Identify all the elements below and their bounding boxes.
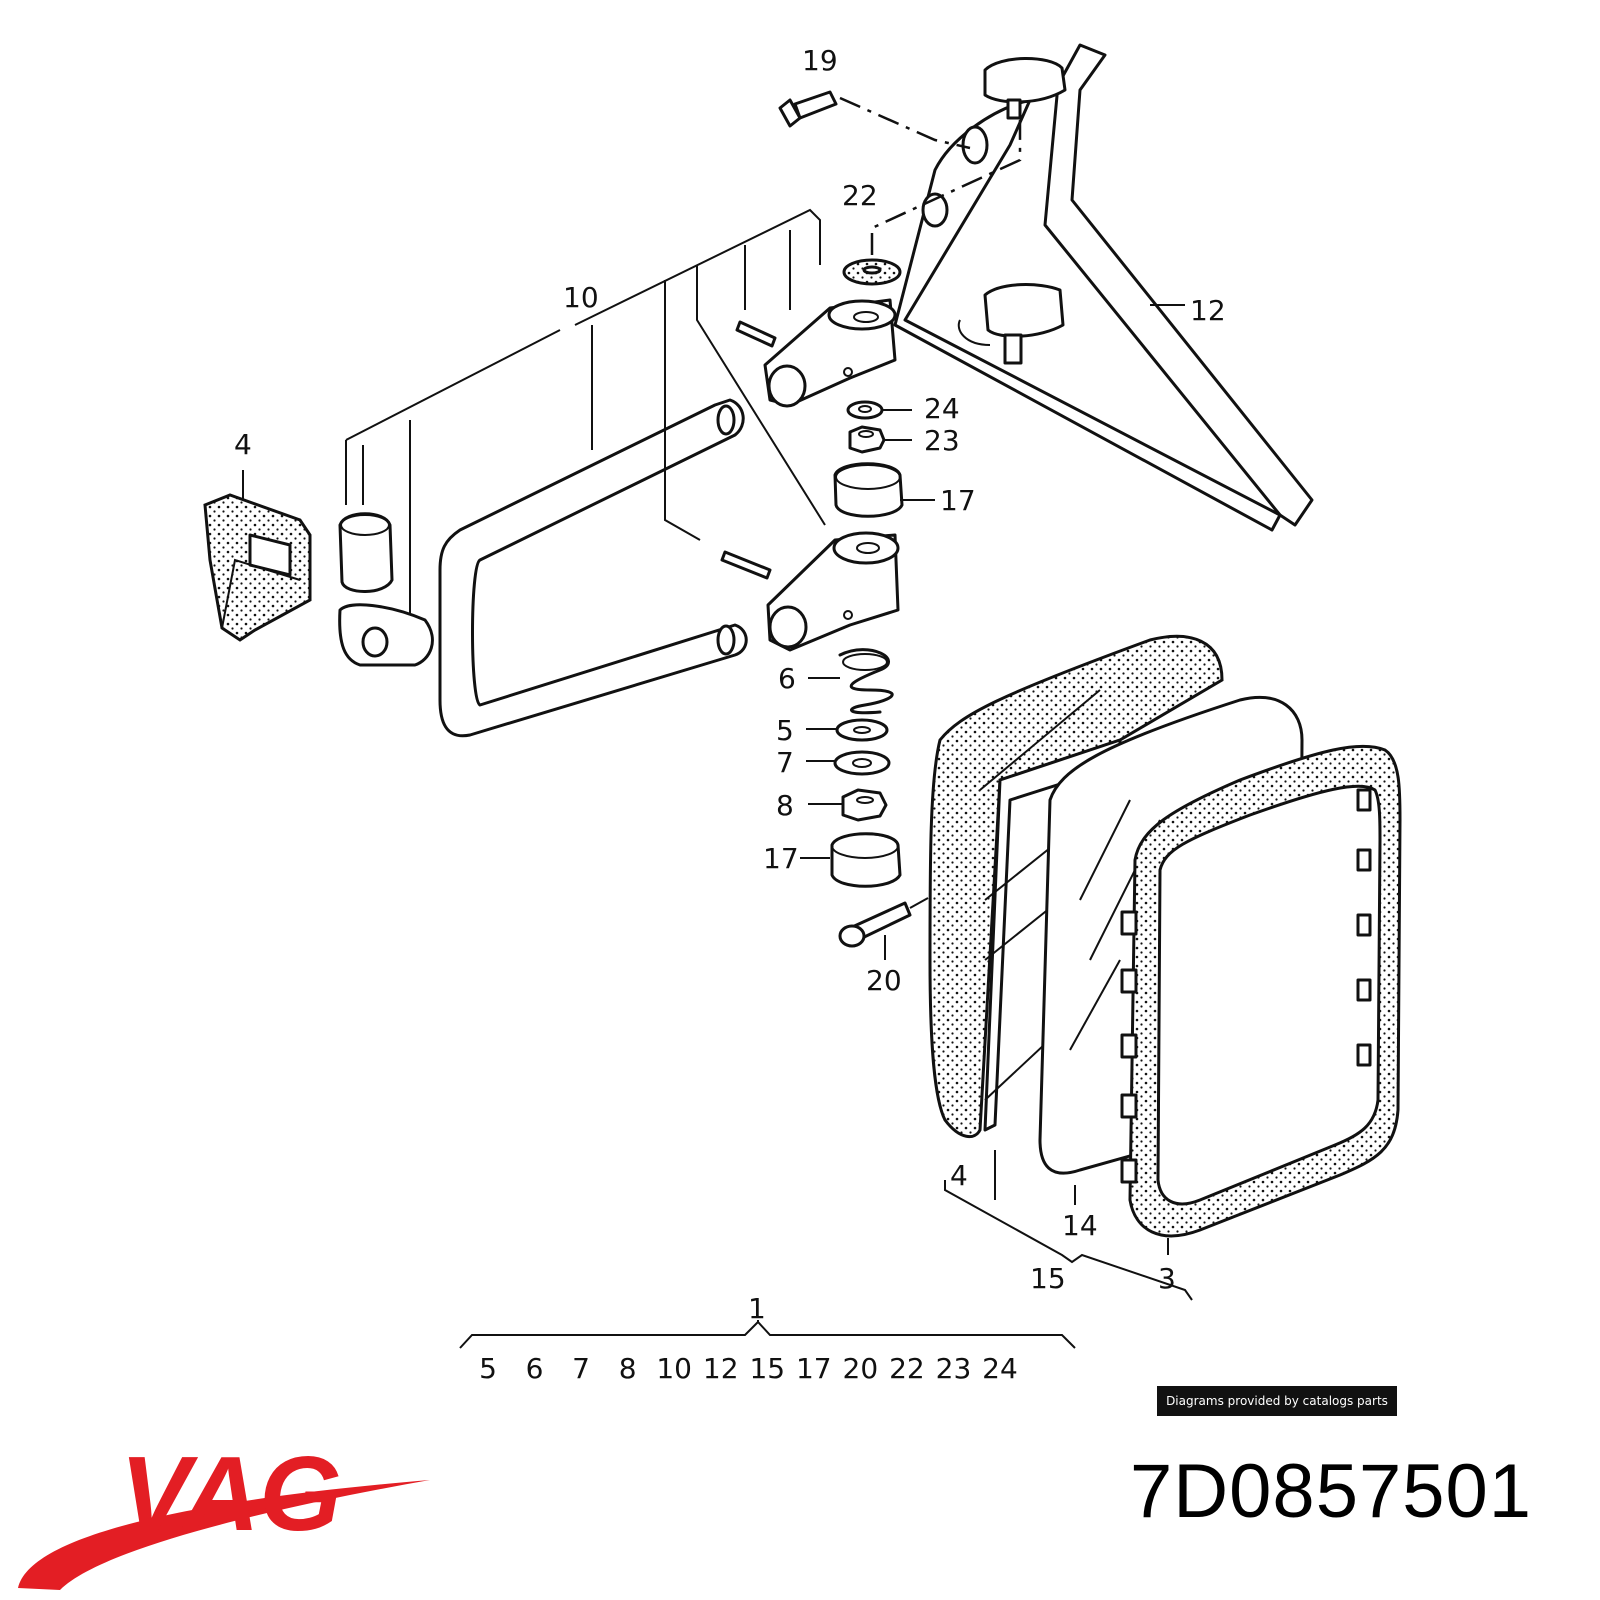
assembly-1-part-10: 10 [656, 1352, 692, 1385]
diagram-credit: Diagrams provided by catalogs parts [1157, 1386, 1397, 1416]
screw-19 [778, 90, 971, 150]
ring-17-lower [800, 832, 902, 888]
callout-6: 6 [778, 662, 796, 695]
pins [720, 320, 777, 580]
callout-22: 22 [842, 179, 878, 212]
part-number: 7D0857501 [1130, 1449, 1533, 1534]
assembly-1-part-7: 7 [572, 1352, 590, 1385]
callout-4-upper: 4 [234, 428, 252, 461]
assembly-1-part-17: 17 [796, 1352, 832, 1385]
mounting-bracket-12 [893, 43, 1314, 532]
assembly-1-part-23: 23 [936, 1352, 972, 1385]
clip [338, 603, 434, 667]
callout-7: 7 [776, 746, 794, 779]
assembly-1-part-8: 8 [619, 1352, 637, 1385]
nut-8 [808, 788, 888, 822]
callout-3: 3 [1158, 1262, 1176, 1295]
mirror-frame-3 [1120, 744, 1402, 1238]
assembly-1-part-24: 24 [982, 1352, 1018, 1385]
assembly-1-part-5: 5 [479, 1352, 497, 1385]
callout-20: 20 [866, 964, 902, 997]
washer-5 [806, 718, 889, 742]
callout-12: 12 [1190, 294, 1226, 327]
callout-4-lower: 4 [950, 1159, 968, 1192]
callout-24: 24 [924, 392, 960, 425]
callout-19: 19 [802, 44, 838, 77]
callout-10: 10 [563, 281, 599, 314]
assembly-1-part-6: 6 [526, 1352, 544, 1385]
callout-15: 15 [1030, 1262, 1066, 1295]
assembly-1-part-22: 22 [889, 1352, 925, 1385]
callout-14: 14 [1062, 1209, 1098, 1242]
callout-23: 23 [924, 424, 960, 457]
assembly-15-bracket [944, 1150, 1193, 1301]
pivot-housing-upper [763, 298, 897, 408]
pivot-housing-lower [766, 531, 900, 652]
washer-7 [806, 750, 891, 776]
callout-17-lower: 17 [763, 842, 799, 875]
logo-text: VAG [120, 1440, 342, 1553]
bushing [338, 512, 394, 593]
callout-1: 1 [748, 1292, 766, 1325]
ring-17-upper [833, 462, 935, 518]
callout-17-upper: 17 [940, 484, 976, 517]
guide-tube-10 [438, 208, 821, 738]
assembly-1-bracket [459, 1320, 1076, 1349]
callout-5: 5 [776, 714, 794, 747]
vag-logo: VAG [18, 1440, 430, 1590]
callout-labels: 19 22 10 12 24 23 4 17 6 5 7 8 17 20 4 1… [234, 44, 1226, 1325]
assembly-1-part-20: 20 [843, 1352, 879, 1385]
assembly-1-part-12: 12 [703, 1352, 739, 1385]
washer-22 [842, 120, 1022, 286]
bolt-20 [838, 897, 929, 960]
nut-23 [848, 425, 912, 454]
logo-swoosh [18, 1480, 430, 1590]
clamp-4 [203, 493, 312, 642]
callout-8: 8 [776, 789, 794, 822]
spring-6 [808, 648, 894, 715]
leader-lines [242, 230, 1185, 615]
assembly-1-part-15: 15 [749, 1352, 785, 1385]
washer-24 [846, 400, 912, 420]
